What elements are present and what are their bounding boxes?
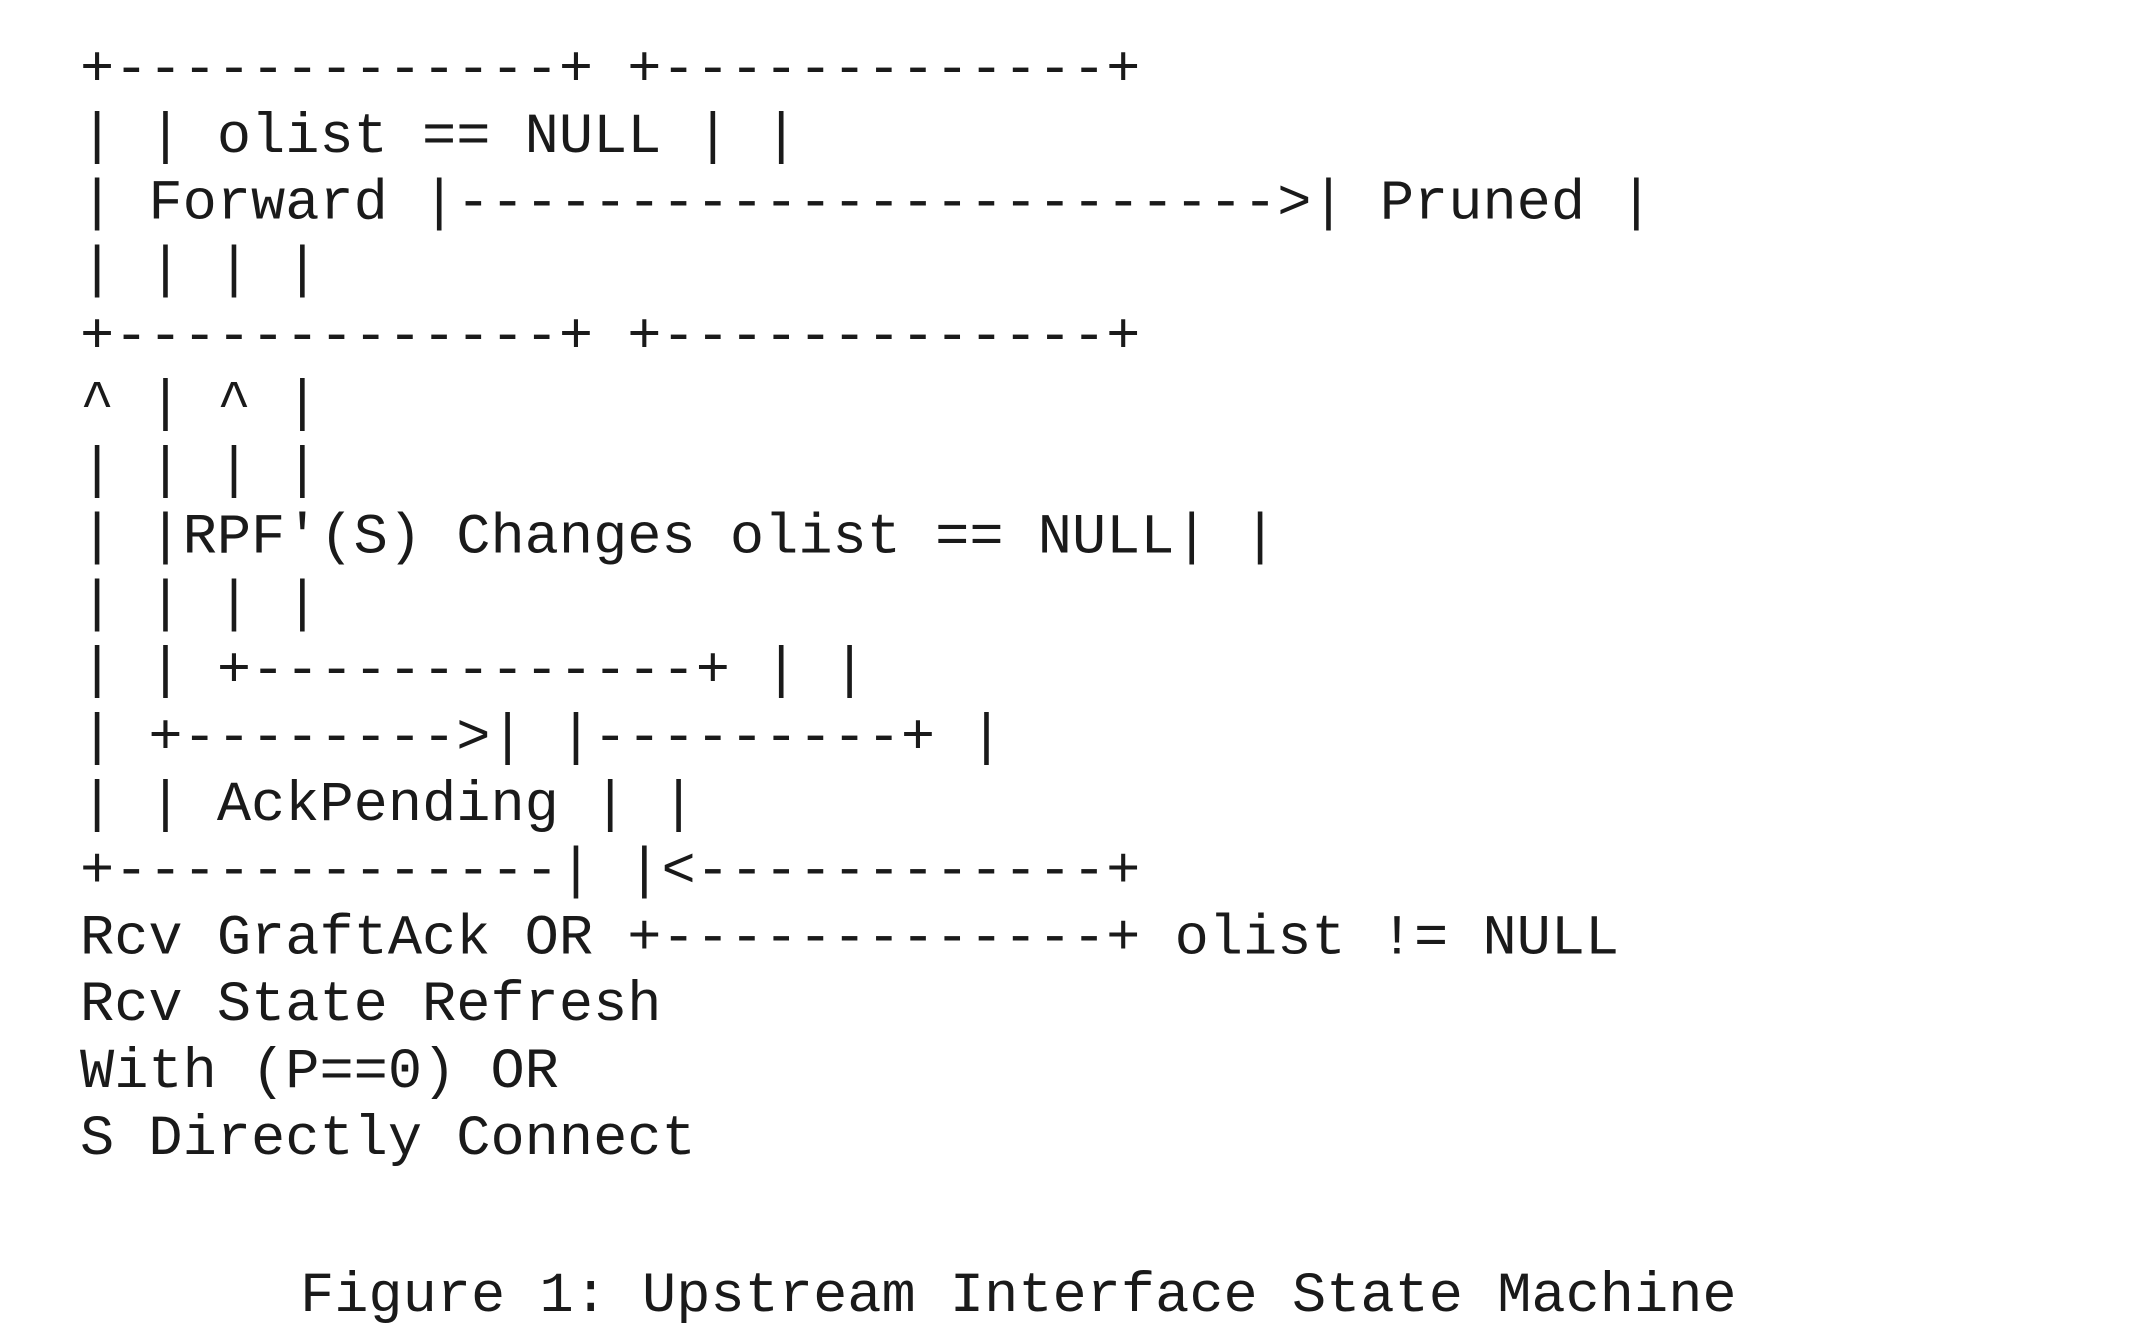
label-pruned-to-ackpending: olist != NULL bbox=[1175, 907, 1620, 971]
diagram-row: | Forward |------------------------>| Pr… bbox=[80, 173, 1654, 237]
diagram-row: | | olist == NULL | | bbox=[80, 106, 798, 170]
arrow-pruned-to-ackpending: +-------------| |<------------+ bbox=[80, 841, 1140, 905]
arrow-forward-to-pruned: |------------------------>| bbox=[422, 173, 1346, 237]
label-ackpending-to-forward-line3: With (P==0) OR bbox=[80, 1041, 559, 1105]
label-forward-to-ackpending: RPF'(S) Changes bbox=[183, 507, 730, 571]
diagram-row: | | | | bbox=[80, 440, 319, 504]
diagram-row: ^ | ^ | bbox=[80, 373, 319, 437]
state-ackpending: AckPending bbox=[183, 774, 593, 838]
arrow-shaft: ^ | ^ | bbox=[80, 373, 319, 437]
label-ackpending-to-forward-line2: Rcv State Refresh bbox=[80, 974, 662, 1038]
box-edge-top: +-------------+ +-------------+ bbox=[80, 39, 1140, 103]
label-forward-to-pruned: olist == NULL bbox=[217, 106, 662, 170]
box-edge: | bbox=[1619, 173, 1653, 237]
diagram-row: | | +-------------+ | | bbox=[80, 640, 867, 704]
arrow-forward-to-ackpending: | +-------->| |---------+ | bbox=[80, 707, 1004, 771]
arrow-shaft: | | | | bbox=[80, 573, 319, 637]
diagram-row: | | AckPending | | bbox=[80, 774, 696, 838]
diagram-row: +-------------+ +-------------+ bbox=[80, 39, 1140, 103]
arrow-shaft: | | | | bbox=[80, 440, 319, 504]
diagram-row: With (P==0) OR bbox=[80, 1041, 559, 1105]
diagram-row: Rcv GraftAck OR +-------------+ olist !=… bbox=[80, 907, 1619, 971]
arrow-shaft: | | bbox=[1175, 507, 1278, 571]
label-ackpending-to-forward-line1: Rcv GraftAck OR bbox=[80, 907, 627, 971]
arrow-shaft: | | bbox=[80, 507, 183, 571]
box-edge: | bbox=[80, 173, 114, 237]
diagram-row: | |RPF'(S) Changes olist == NULL| | bbox=[80, 507, 1277, 571]
box-edge-bottom: +-------------+ +-------------+ bbox=[80, 306, 1140, 370]
box-edge: | | bbox=[80, 106, 217, 170]
box-edge-bottom: +-------------+ bbox=[627, 907, 1174, 971]
figure-caption: Figure 1: Upstream Interface State Machi… bbox=[300, 1265, 1737, 1329]
state-pruned: Pruned bbox=[1346, 173, 1620, 237]
label-ackpending-to-forward-line4: S Directly Connect bbox=[80, 1108, 696, 1172]
box-edge: | | bbox=[662, 106, 799, 170]
diagram-row: | | | | bbox=[80, 239, 319, 303]
diagram-row: S Directly Connect bbox=[80, 1108, 696, 1172]
arrow-shaft: | | bbox=[80, 774, 183, 838]
diagram-row: Rcv State Refresh bbox=[80, 974, 662, 1038]
box-edge-top: | | +-------------+ | | bbox=[80, 640, 867, 704]
diagram-row: | | | | bbox=[80, 573, 319, 637]
label-ackpending-to-pruned: olist == NULL bbox=[730, 507, 1175, 571]
box-edge: | | bbox=[593, 774, 696, 838]
state-forward: Forward bbox=[114, 173, 422, 237]
box-edge: | | | | bbox=[80, 239, 319, 303]
diagram-row: +-------------| |<------------+ bbox=[80, 841, 1140, 905]
diagram-row: +-------------+ +-------------+ bbox=[80, 306, 1140, 370]
diagram-row: | +-------->| |---------+ | bbox=[80, 707, 1004, 771]
